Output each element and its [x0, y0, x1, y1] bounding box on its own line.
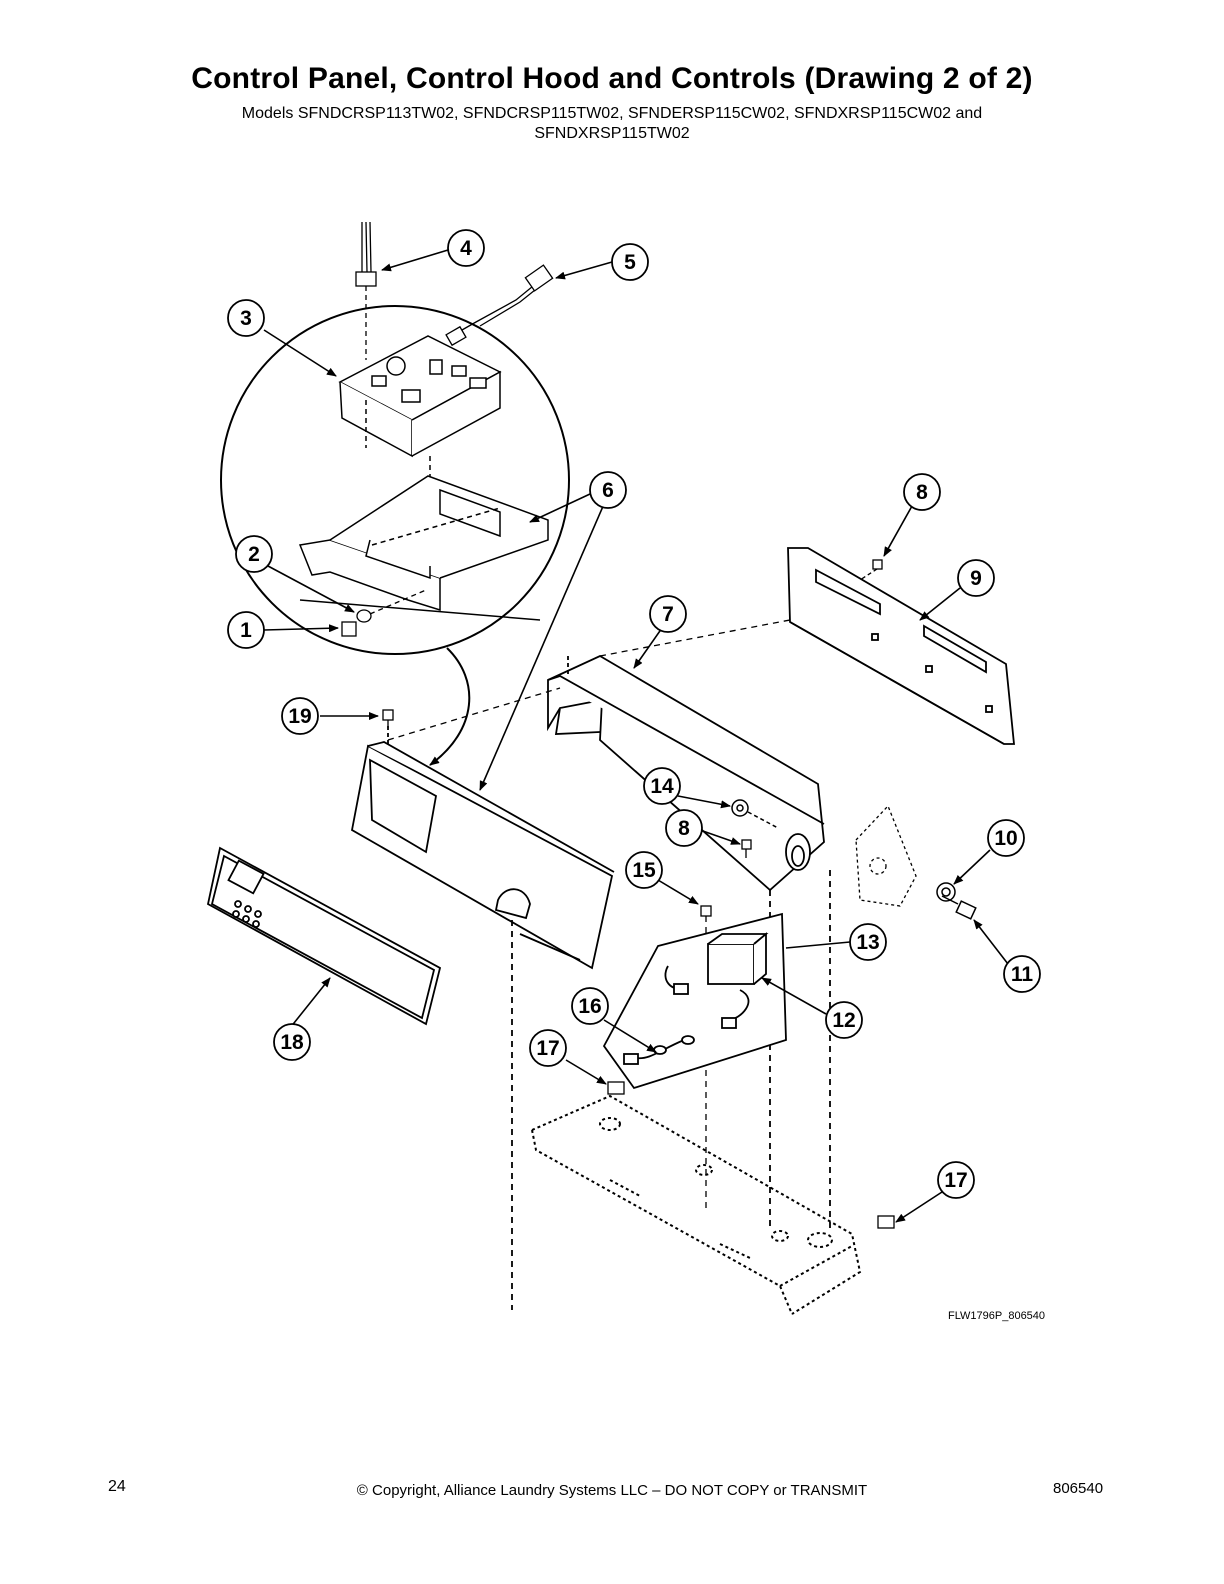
page-title: Control Panel, Control Hood and Controls…	[191, 62, 1033, 95]
callout-10: 10	[987, 819, 1025, 857]
svg-text:17: 17	[944, 1169, 967, 1192]
svg-text:19: 19	[288, 705, 311, 728]
copyright-notice: © Copyright, Alliance Laundry Systems LL…	[356, 1482, 868, 1499]
svg-text:15: 15	[632, 859, 656, 882]
callout-11: 11	[1003, 955, 1041, 993]
svg-text:17: 17	[536, 1037, 559, 1060]
callout-13: 13	[849, 923, 887, 961]
callout-18: 18	[273, 1023, 311, 1061]
callout-2: 2	[235, 535, 273, 573]
harness-connector-part	[355, 221, 377, 360]
drawing-code: FLW1796P_806540	[948, 1310, 1045, 1322]
svg-text:1: 1	[240, 619, 252, 642]
callout-14: 14	[643, 767, 681, 805]
callout-17-b: 17	[937, 1161, 975, 1199]
svg-text:16: 16	[578, 995, 601, 1018]
callout-12: 12	[825, 1001, 863, 1039]
svg-text:6: 6	[602, 479, 614, 502]
callout-7: 7	[649, 595, 687, 633]
bracket-part	[298, 475, 549, 621]
svg-text:9: 9	[970, 567, 982, 590]
callout-3: 3	[227, 299, 265, 337]
svg-text:3: 3	[240, 307, 252, 330]
svg-text:4: 4	[460, 237, 472, 260]
svg-text:8: 8	[678, 817, 690, 840]
svg-text:10: 10	[994, 827, 1017, 850]
subtitle-line-1: Models SFNDCRSP113TW02, SFNDCRSP115TW02,…	[241, 105, 983, 122]
svg-text:18: 18	[280, 1031, 304, 1054]
callout-6: 6	[589, 471, 627, 509]
transformer-assembly-part	[602, 912, 787, 1090]
overlay-part	[206, 846, 442, 1026]
cable-part	[445, 264, 554, 347]
screw-19-part	[382, 709, 394, 728]
page-number: 24	[108, 1478, 126, 1495]
label-17-part	[607, 1081, 895, 1229]
knob-part	[936, 882, 956, 902]
callout-4: 4	[447, 229, 485, 267]
control-board-part	[338, 335, 502, 520]
svg-text:14: 14	[650, 775, 674, 798]
callout-17-a: 17	[529, 1029, 567, 1067]
svg-text:12: 12	[832, 1009, 855, 1032]
callout-8-top: 8	[903, 473, 941, 511]
svg-text:5: 5	[624, 251, 636, 274]
detail-magnifier-circle	[220, 305, 570, 766]
callout-leaders	[263, 249, 1009, 1223]
callout-1: 1	[227, 611, 265, 649]
screw-8-mid-part	[741, 839, 752, 858]
nut-14-part	[731, 799, 779, 829]
screw-8-top-part	[859, 559, 883, 581]
callout-8-mid: 8	[665, 809, 703, 847]
svg-text:2: 2	[248, 543, 260, 566]
console-base-part	[531, 1094, 862, 1315]
callout-19: 19	[281, 697, 319, 735]
callout-9: 9	[957, 559, 995, 597]
control-panel-part	[350, 726, 615, 1310]
svg-text:11: 11	[1011, 963, 1034, 986]
callout-5: 5	[611, 243, 649, 281]
svg-text:8: 8	[916, 481, 928, 504]
subtitle-line-2: SFNDXRSP115TW02	[534, 125, 690, 142]
svg-text:13: 13	[856, 931, 879, 954]
knob-bracket-part	[855, 804, 917, 907]
callout-15: 15	[625, 851, 663, 889]
svg-text:7: 7	[662, 603, 674, 626]
callout-16: 16	[571, 987, 609, 1025]
back-plate-part	[787, 547, 1015, 745]
screw-washer-part	[341, 589, 427, 637]
page-subtitle: Models SFNDCRSP113TW02, SFNDCRSP115TW02,…	[0, 104, 1224, 144]
document-number: 806540	[1053, 1480, 1104, 1497]
bolt-part	[941, 895, 977, 920]
